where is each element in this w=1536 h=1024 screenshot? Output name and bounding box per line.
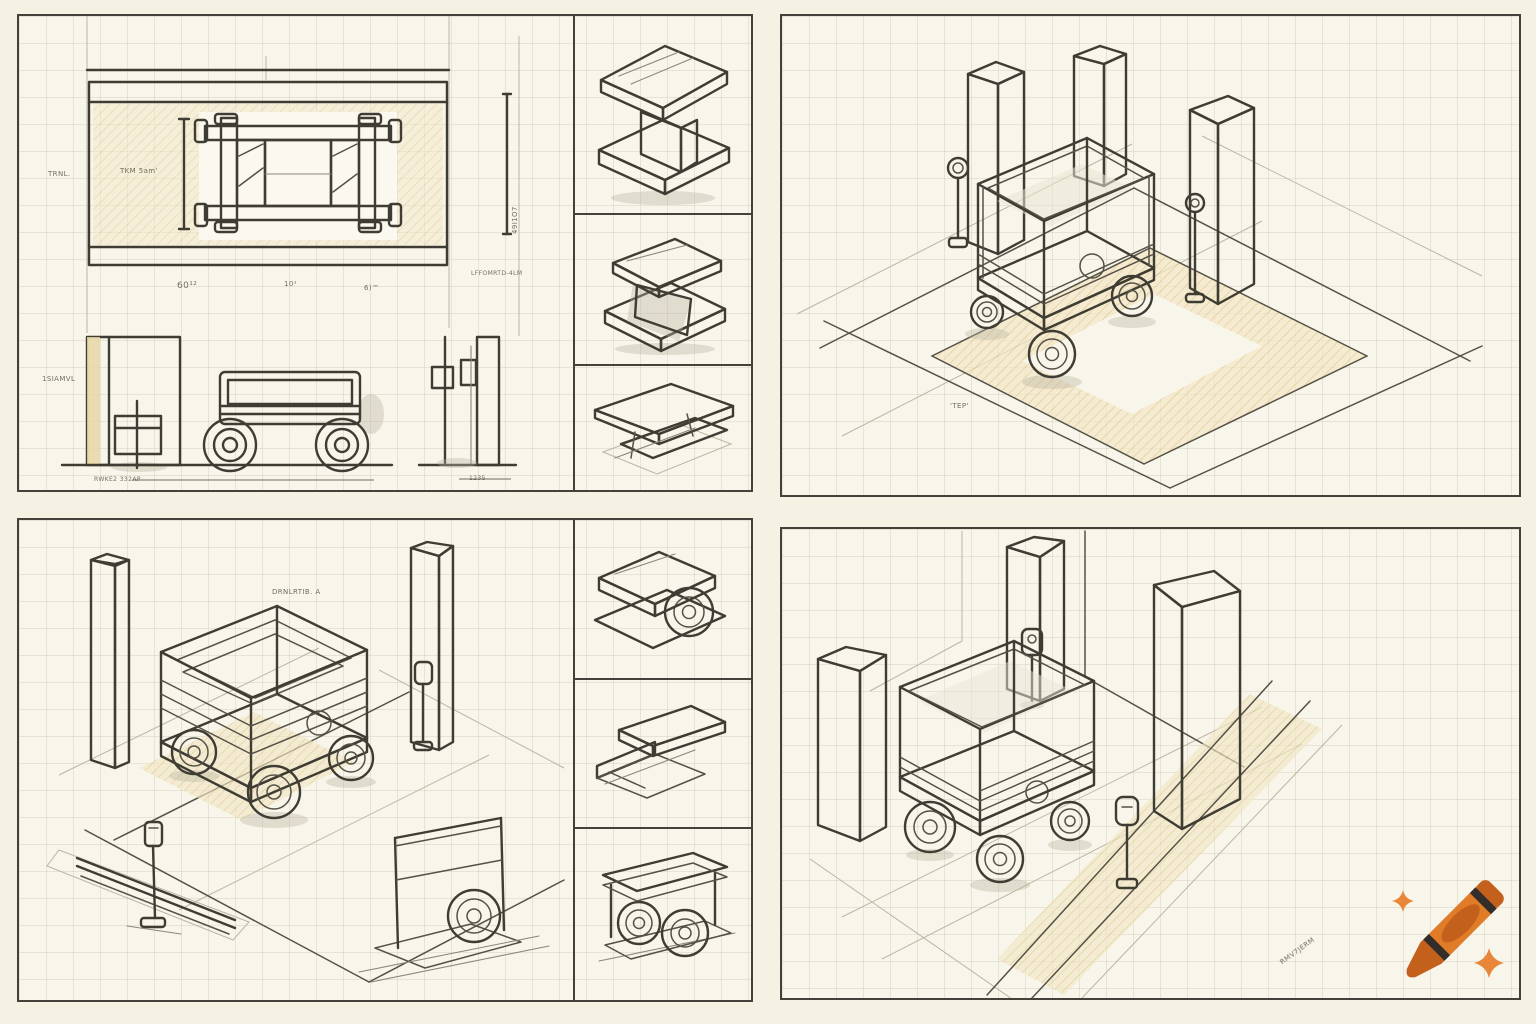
meter-post <box>1184 192 1206 304</box>
cart-end-detail <box>358 816 550 983</box>
wagon-plan-view <box>193 112 403 234</box>
detail-channel <box>575 680 751 829</box>
wheel <box>903 800 957 854</box>
dimension-label: 60¹² <box>177 281 198 291</box>
sparkle-icon <box>1392 890 1414 912</box>
detail-strip-top <box>573 16 751 490</box>
sparkle-icon <box>1474 948 1504 978</box>
wheel <box>327 734 375 782</box>
detail-strip-bottom <box>573 520 751 1000</box>
wheel <box>1027 329 1077 379</box>
elevation-dim-note: 1235 <box>469 475 486 482</box>
pillar <box>966 60 1026 256</box>
pillar <box>1188 94 1256 306</box>
crayon-logo-icon <box>1385 867 1517 1019</box>
isometric-scene-drawing <box>796 44 1483 489</box>
wheel <box>202 417 258 473</box>
detail-pedestal-2 <box>575 215 751 366</box>
pillar <box>1152 569 1242 831</box>
wagon-isometric <box>898 639 1096 892</box>
right-note: LFFOMRTD-4LM <box>471 270 523 277</box>
pillar <box>409 540 455 752</box>
wheel <box>1110 274 1154 318</box>
meter-post <box>946 156 970 249</box>
wagon-isometric <box>965 136 1156 389</box>
wagon-elevation-view <box>60 335 518 481</box>
panel-isometric-dock: RMV7JERM <box>780 527 1521 1000</box>
dimension-label-vertical: 49I1O7 <box>511 206 519 234</box>
margin-note: TRNL. <box>48 170 71 178</box>
elevation-bottom-note: RWKE2 332AP <box>94 476 141 483</box>
wheel <box>314 417 370 473</box>
detail-bracket <box>575 366 751 490</box>
dimension-line-left <box>177 117 191 231</box>
wheel <box>975 834 1025 884</box>
panel-orthographic-views: TRNL. TKM 5am' 60¹² 10¹ 6)™ 49I1O7 LFFOM… <box>17 14 753 492</box>
dimension-label: 6)™ <box>364 284 380 292</box>
rail-track-detail <box>46 820 250 941</box>
panel-isometric-details: DRNLRTIB. A <box>17 518 753 1002</box>
isometric-dock-drawing <box>809 530 1343 998</box>
dimension-line-right <box>501 92 513 236</box>
wheel <box>446 888 502 944</box>
floor-note: 'TEP' <box>950 402 969 410</box>
plan-elevation-drawing <box>60 16 520 481</box>
panel-isometric-station: 'TEP' <box>780 14 1521 497</box>
detail-pedestal-1 <box>575 16 751 215</box>
wheel <box>660 908 710 958</box>
pillar <box>89 552 131 770</box>
meter-post <box>1114 795 1140 890</box>
wheel <box>969 294 1005 330</box>
wheel <box>170 728 218 776</box>
wheel <box>1049 800 1091 842</box>
panel-note: DRNLRTIB. A <box>272 588 321 596</box>
meter-post <box>412 660 434 752</box>
wagon-isometric-loaded <box>159 604 376 828</box>
detail-wheel-block <box>575 520 751 680</box>
area-note: TKM 5am' <box>120 167 158 175</box>
pillar <box>816 645 888 843</box>
elevation-note: 1SIAMVL <box>42 375 76 383</box>
dimension-label: 10¹ <box>284 280 297 288</box>
detail-axle-unit <box>575 829 751 1000</box>
wheel <box>246 764 302 820</box>
wheel <box>616 900 662 946</box>
isometric-wagon-drawing <box>46 540 565 983</box>
